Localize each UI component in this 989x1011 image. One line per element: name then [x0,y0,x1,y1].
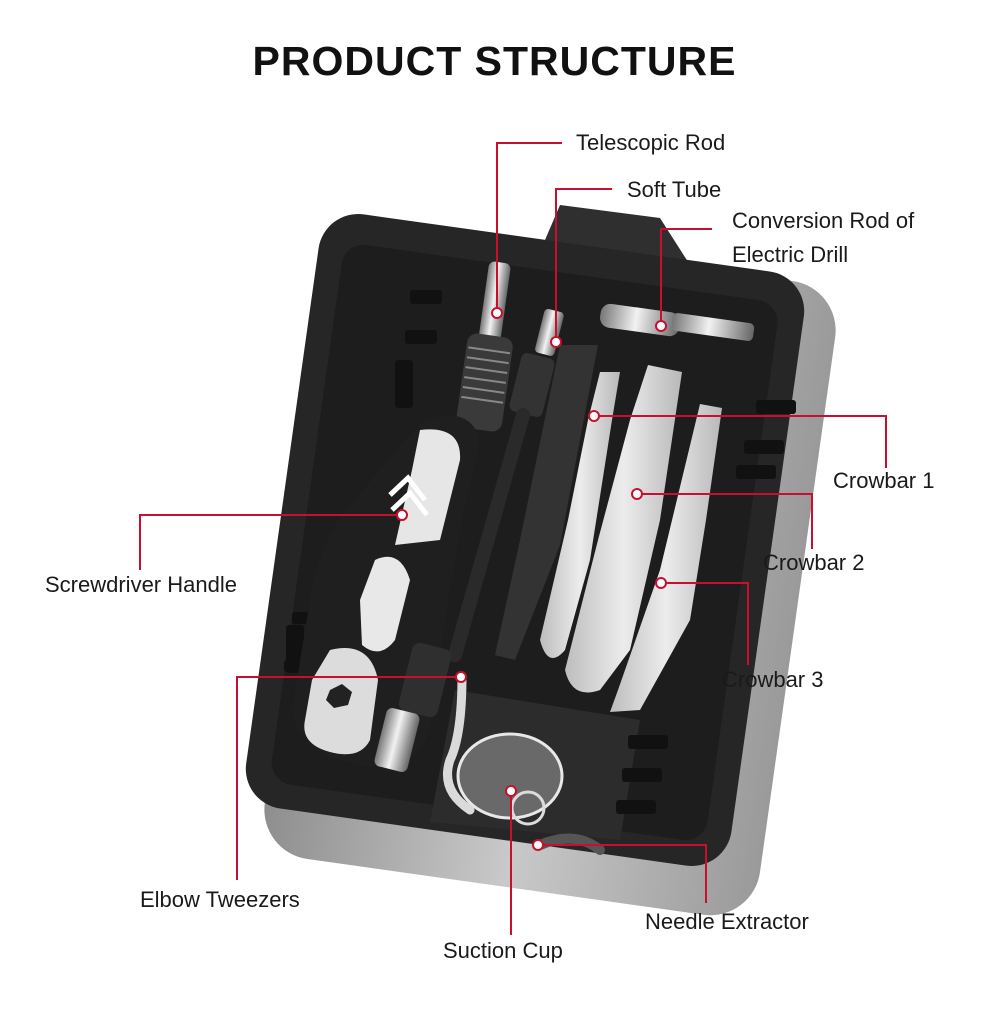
label-needle-extractor: Needle Extractor [645,909,809,934]
page-title: PRODUCT STRUCTURE [252,38,737,84]
callout-crowbar-2 [637,493,813,549]
soft-tube [374,309,564,772]
callout-needle-extractor [538,844,707,903]
label-soft-tube: Soft Tube [627,177,722,202]
pry-bar-black [495,345,598,660]
crowbars [540,365,722,712]
callout-screwdriver-handle [139,514,402,570]
callout-conversion-rod [660,228,712,326]
callout-crowbar-3 [661,582,749,665]
elbow-tweezers-shape [443,671,475,815]
callout-elbow-tweezers [236,676,461,880]
case-hinges [284,290,796,814]
label-screwdriver-handle: Screwdriver Handle [45,572,237,597]
callout-lines [139,142,887,935]
crowbar-3-shape [610,404,722,712]
callout-crowbar-1 [594,415,887,468]
label-conversion-rod-line-2: Electric Drill [732,242,849,267]
tray-divider [430,690,640,840]
label-crowbar-1: Crowbar 1 [833,468,935,493]
crowbar-1-shape [540,372,620,658]
case-hanger-tab [545,205,690,265]
callout-soft-tube [555,188,612,342]
telescopic-rod [456,261,513,432]
label-crowbar-2: Crowbar 2 [763,550,865,575]
label-suction-cup: Suction Cup [443,938,563,963]
needle-extractor-shape [535,833,605,855]
callout-telescopic-rod [496,142,562,313]
label-telescopic-rod: Telescopic Rod [576,130,726,155]
suction-cup [456,732,564,826]
label-conversion-rod-line-1: Conversion Rod of [732,208,915,233]
label-elbow-tweezers: Elbow Tweezers [140,887,300,912]
callout-dots [396,307,667,851]
crowbar-2-shape [565,365,682,693]
label-crowbar-3: Crowbar 3 [722,667,824,692]
